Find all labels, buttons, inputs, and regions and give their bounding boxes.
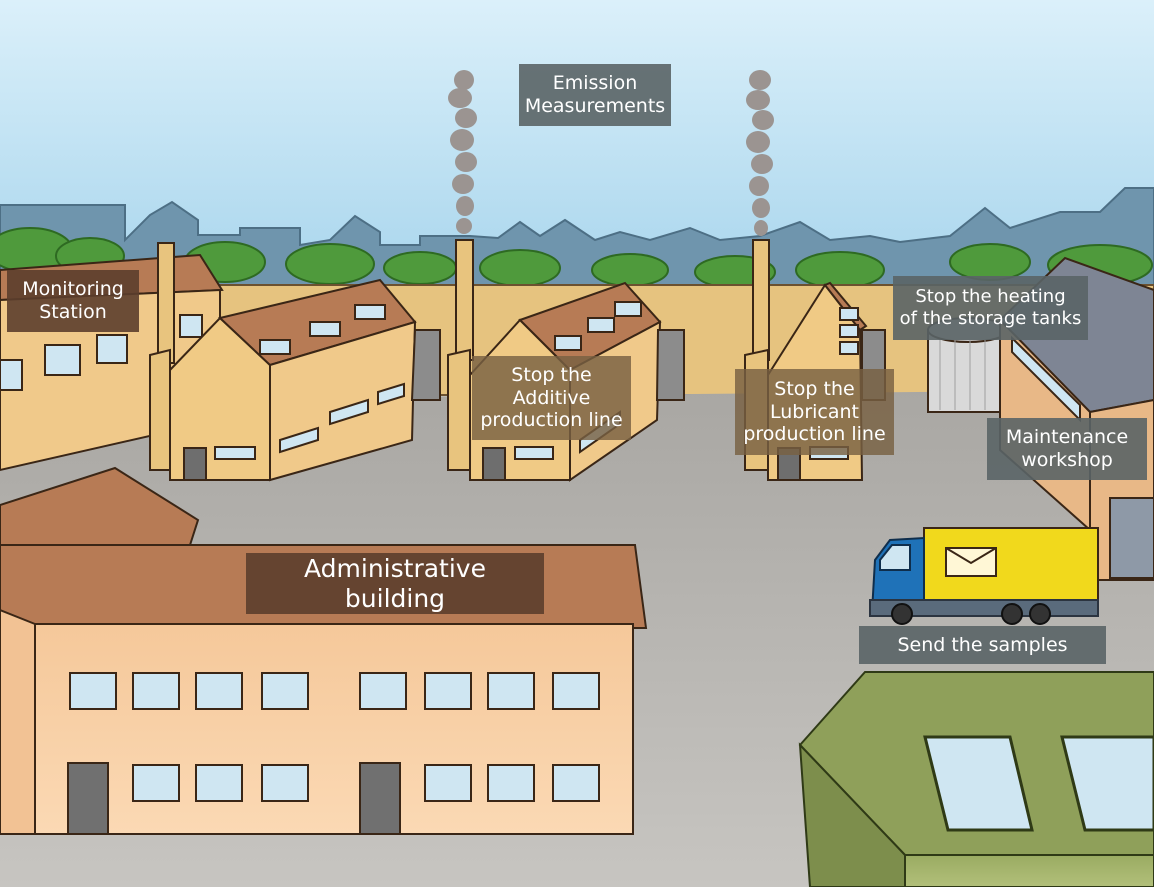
administrative-building [0, 544, 648, 835]
send-samples-hotspot[interactable]: Send the samples [859, 626, 1106, 664]
monitoring-station-hotspot[interactable]: Monitoring Station [7, 270, 139, 332]
stop-additive-line-hotspot[interactable]: Stop the Additive production line [472, 356, 631, 440]
maintenance-workshop-hotspot[interactable]: Maintenance workshop [987, 418, 1147, 480]
factory-hall-1 [149, 278, 441, 482]
small-roof [0, 466, 200, 546]
stop-heating-storage-tanks-hotspot[interactable]: Stop the heating of the storage tanks [893, 276, 1088, 340]
smoke [448, 70, 774, 236]
green-building [798, 671, 1154, 887]
chimneys [157, 239, 770, 364]
stop-lubricant-line-hotspot[interactable]: Stop the Lubricant production line [735, 369, 894, 455]
delivery-truck [869, 527, 1099, 625]
emission-measurements-hotspot[interactable]: Emission Measurements [519, 64, 671, 126]
administrative-building-hotspot[interactable]: Administrative building [246, 553, 544, 614]
